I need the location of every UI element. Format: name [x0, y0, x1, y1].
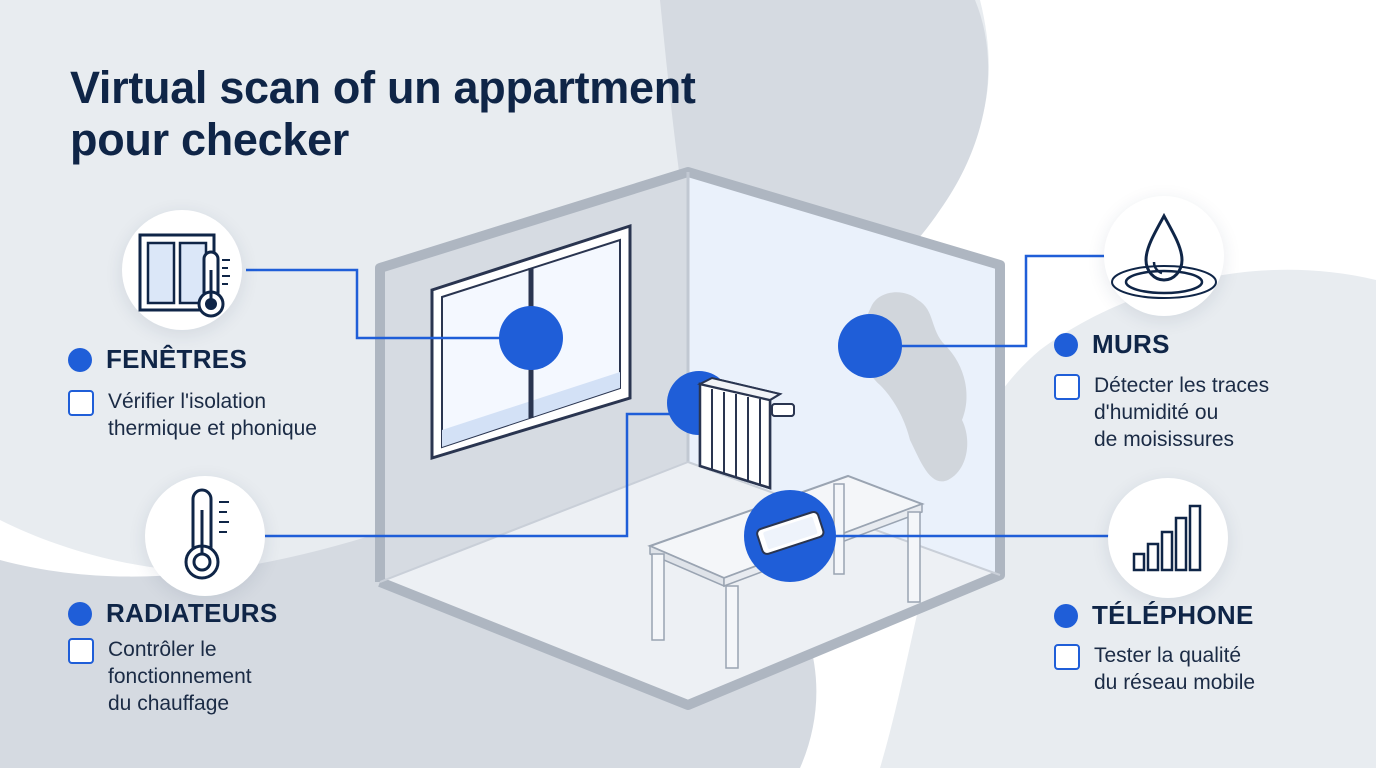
phone: [756, 510, 825, 555]
category-label: TÉLÉPHONE: [1092, 600, 1254, 630]
bullet-dot: [68, 347, 92, 372]
task-checkbox[interactable]: [68, 638, 94, 664]
room-outline: [375, 167, 1005, 710]
connector-radiateurs: [264, 412, 699, 538]
task-checkbox[interactable]: [1054, 644, 1080, 670]
task-text: Contrôler le fonctionnement du chauffage: [108, 638, 252, 715]
category-telephone: TÉLÉPHONE: [1054, 600, 1254, 631]
title-bold: Virtual scan: [70, 62, 321, 113]
task-checkbox[interactable]: [68, 390, 94, 416]
task-radiateurs[interactable]: Contrôler le fonctionnement du chauffage: [68, 636, 252, 717]
task-text: Vérifier l'isolation thermique et phoniq…: [108, 390, 317, 440]
water-drop-icon: [1104, 196, 1224, 316]
connector-fenetres: [246, 268, 531, 340]
category-label: MURS: [1092, 329, 1170, 359]
marker-wall: [838, 314, 902, 378]
category-fenetres: FENÊTRES: [68, 344, 247, 375]
page-title: Virtual scan of un appartment pour check…: [70, 62, 696, 166]
category-label: RADIATEURS: [106, 598, 278, 628]
category-murs: MURS: [1054, 329, 1170, 360]
radiator-front: [697, 376, 795, 490]
window-thermometer-icon: [122, 210, 242, 330]
signal-bars-icon: [1108, 478, 1228, 598]
category-label: FENÊTRES: [106, 344, 248, 374]
floor-edge-left: [379, 461, 689, 583]
task-text: Détecter les traces d'humidité ou de moi…: [1094, 374, 1270, 451]
bullet-dot: [68, 601, 92, 626]
task-fenetres[interactable]: Vérifier l'isolation thermique et phoniq…: [68, 388, 317, 442]
bullet-dot: [1054, 603, 1078, 628]
task-checkbox[interactable]: [1054, 374, 1080, 400]
connector-murs: [870, 254, 1105, 348]
task-telephone[interactable]: Tester la qualité du réseau mobile: [1054, 642, 1255, 696]
thermometer-icon: [145, 476, 265, 596]
task-text: Tester la qualité du réseau mobile: [1094, 644, 1256, 694]
title-line-1: Virtual scan of un appartment: [70, 62, 696, 114]
title-rest: of un appartment: [320, 62, 696, 113]
bullet-dot: [1054, 332, 1078, 357]
marker-window: [499, 306, 563, 370]
title-line-2: pour checker: [70, 114, 350, 165]
task-murs[interactable]: Détecter les traces d'humidité ou de moi…: [1054, 372, 1269, 453]
category-radiateurs: RADIATEURS: [68, 598, 278, 629]
